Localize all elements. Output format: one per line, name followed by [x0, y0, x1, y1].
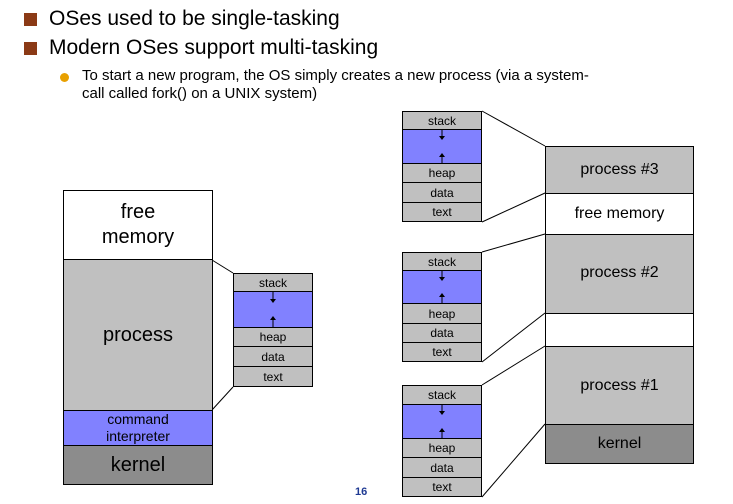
- process-3-block: process #3: [545, 146, 694, 194]
- interpreter-label: interpreter: [106, 428, 170, 444]
- subbullet-line-1: To start a new program, the OS simply cr…: [82, 67, 589, 84]
- heap-segment: heap: [233, 327, 313, 347]
- data-label: data: [430, 460, 454, 475]
- growth-arrows-icon: [439, 130, 445, 163]
- data-label: data: [261, 349, 285, 364]
- heap-segment: heap: [402, 163, 482, 183]
- text-segment: text: [402, 202, 482, 222]
- kernel-block: kernel: [545, 424, 694, 464]
- data-segment: data: [402, 323, 482, 343]
- stack-label: stack: [427, 254, 456, 269]
- free-memory-label: free memory: [574, 205, 665, 222]
- heap-label: heap: [259, 330, 287, 344]
- process-label: process: [102, 323, 174, 346]
- process-1-label: process #1: [580, 376, 659, 394]
- free-memory-block: free memory: [63, 190, 213, 260]
- subbullet-line-2: call called fork() on a UNIX system): [82, 85, 318, 102]
- growth-arrows-icon: [439, 271, 445, 303]
- stack-label: stack: [427, 113, 456, 128]
- growth-arrows-icon: [270, 292, 276, 327]
- bullet-square-icon: [24, 42, 37, 55]
- command-interpreter-block: command interpreter: [63, 410, 213, 446]
- process-1-block: process #1: [545, 346, 694, 425]
- free-memory-block: free memory: [545, 193, 694, 235]
- stack-label: stack: [258, 275, 287, 290]
- bullet-square-icon: [24, 13, 37, 26]
- kernel-label: kernel: [110, 453, 166, 476]
- bullet-1-text: OSes used to be single-tasking: [49, 7, 340, 30]
- data-label: data: [430, 326, 454, 340]
- data-segment: data: [233, 346, 313, 367]
- stack-label: stack: [427, 388, 456, 402]
- page-number: 16: [355, 486, 368, 498]
- stack-segment: stack: [402, 252, 482, 271]
- process-3-label: process #3: [580, 161, 659, 178]
- data-label: data: [430, 185, 454, 200]
- heap-label: heap: [428, 166, 456, 180]
- text-label: text: [432, 480, 452, 494]
- text-label: text: [432, 205, 452, 219]
- heap-label: heap: [428, 306, 456, 321]
- command-label: command: [107, 411, 169, 427]
- text-label: text: [263, 369, 283, 384]
- stack-segment: stack: [233, 273, 313, 292]
- bullet-dot-icon: [60, 73, 69, 82]
- free-memory-label-2: memory: [101, 226, 175, 248]
- process-2-block: process #2: [545, 234, 694, 314]
- bullet-2-text: Modern OSes support multi-tasking: [49, 36, 379, 59]
- text-segment: text: [402, 342, 482, 362]
- free-gap-block: [545, 313, 694, 347]
- process-block: process: [63, 259, 213, 411]
- text-label: text: [432, 345, 452, 359]
- stack-segment: stack: [402, 385, 482, 405]
- heap-label: heap: [428, 441, 456, 455]
- kernel-label: kernel: [597, 435, 642, 452]
- kernel-block: kernel: [63, 445, 213, 485]
- process-2-label: process #2: [580, 264, 659, 281]
- text-segment: text: [233, 366, 313, 387]
- text-segment: text: [402, 477, 482, 497]
- data-segment: data: [402, 457, 482, 478]
- growth-arrows-icon: [439, 405, 445, 438]
- heap-segment: heap: [402, 438, 482, 458]
- free-memory-label-1: free: [120, 201, 156, 223]
- data-segment: data: [402, 182, 482, 203]
- heap-segment: heap: [402, 303, 482, 324]
- stack-segment: stack: [402, 111, 482, 130]
